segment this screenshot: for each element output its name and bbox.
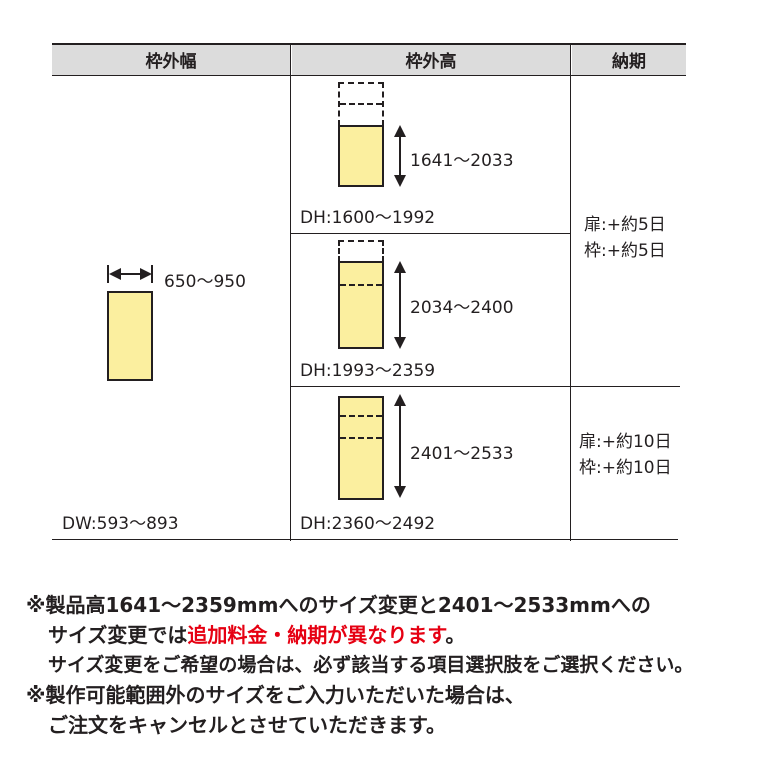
arrow-up-icon <box>394 125 406 137</box>
width-tick-right <box>151 265 153 283</box>
row2-arrow-shaft <box>399 271 401 341</box>
table-bottom-border <box>52 539 678 540</box>
note-line-3: サイズ変更をご希望の場合は、必ず該当する項目選択肢をご選択ください。 <box>48 654 694 676</box>
notes: ※製品高1641〜2359mmへのサイズ変更と2401〜2533mmへの サイズ… <box>26 590 693 740</box>
arrow-left-icon <box>109 268 121 280</box>
arrow-down-icon <box>394 175 406 187</box>
note-line-2: サイズ変更では追加料金・納期が異なります。 <box>26 620 693 650</box>
lead-door-5: 扉:+約5日 <box>584 215 666 235</box>
note-line-4: ※製作可能範囲外のサイズをご入力いただいた場合は、 <box>26 683 525 707</box>
header-bottom-border <box>52 75 686 76</box>
row3-height-range: 2401〜2533 <box>410 444 514 464</box>
lead-frame-10: 枠:+約10日 <box>579 458 672 478</box>
header-frame-height: 枠外高 <box>292 43 570 75</box>
row1-arrow-shaft <box>399 135 401 179</box>
row1-dh: DH:1600〜1992 <box>300 208 436 228</box>
width-tick-left <box>107 265 109 283</box>
arrow-up-icon <box>394 394 406 406</box>
lead-frame-5: 枠:+約5日 <box>584 241 666 261</box>
note-line-1: ※製品高1641〜2359mmへのサイズ変更と2401〜2533mmへの <box>26 593 651 617</box>
row3-dash-line-2 <box>340 437 382 439</box>
arrow-right-icon <box>140 268 152 280</box>
table-top-border <box>52 43 686 45</box>
header-lead-time: 納期 <box>572 43 686 75</box>
note-line-2-suffix: 。 <box>445 623 466 647</box>
door-width-panel <box>107 291 153 381</box>
row3-dh: DH:2360〜2492 <box>300 514 436 534</box>
row-divider-2 <box>290 386 680 387</box>
arrow-up-icon <box>394 261 406 273</box>
arrow-down-icon <box>394 486 406 498</box>
row3-door-panel <box>338 396 384 500</box>
row2-height-range: 2034〜2400 <box>410 298 514 318</box>
row3-dash-line-1 <box>340 415 382 417</box>
row2-dh: DH:1993〜2359 <box>300 361 436 381</box>
row1-extension-outline <box>338 82 384 126</box>
col-divider-2 <box>570 43 571 541</box>
row2-extension-outline <box>338 240 384 262</box>
width-arrow-shaft <box>118 273 142 275</box>
width-dw: DW:593〜893 <box>62 514 179 534</box>
header-frame-width: 枠外幅 <box>52 43 290 75</box>
note-line-5: ご注文をキャンセルとさせていただきます。 <box>48 713 446 737</box>
row1-door-panel <box>338 125 384 187</box>
arrow-down-icon <box>394 337 406 349</box>
width-range: 650〜950 <box>164 272 246 292</box>
row3-arrow-shaft <box>399 404 401 490</box>
row1-height-range: 1641〜2033 <box>410 151 514 171</box>
note-line-2-prefix: サイズ変更では <box>48 623 188 647</box>
col-divider-1 <box>290 43 291 541</box>
row-divider-1 <box>290 233 570 234</box>
lead-door-10: 扉:+約10日 <box>579 432 672 452</box>
row1-dash-line <box>340 103 382 105</box>
note-line-2-warning: 追加料金・納期が異なります <box>187 623 446 647</box>
size-table: 枠外幅 枠外高 納期 650〜950 DW:593〜893 1641〜2033 … <box>52 43 686 541</box>
row2-door-panel <box>338 261 384 349</box>
row2-dash-line <box>340 284 382 286</box>
